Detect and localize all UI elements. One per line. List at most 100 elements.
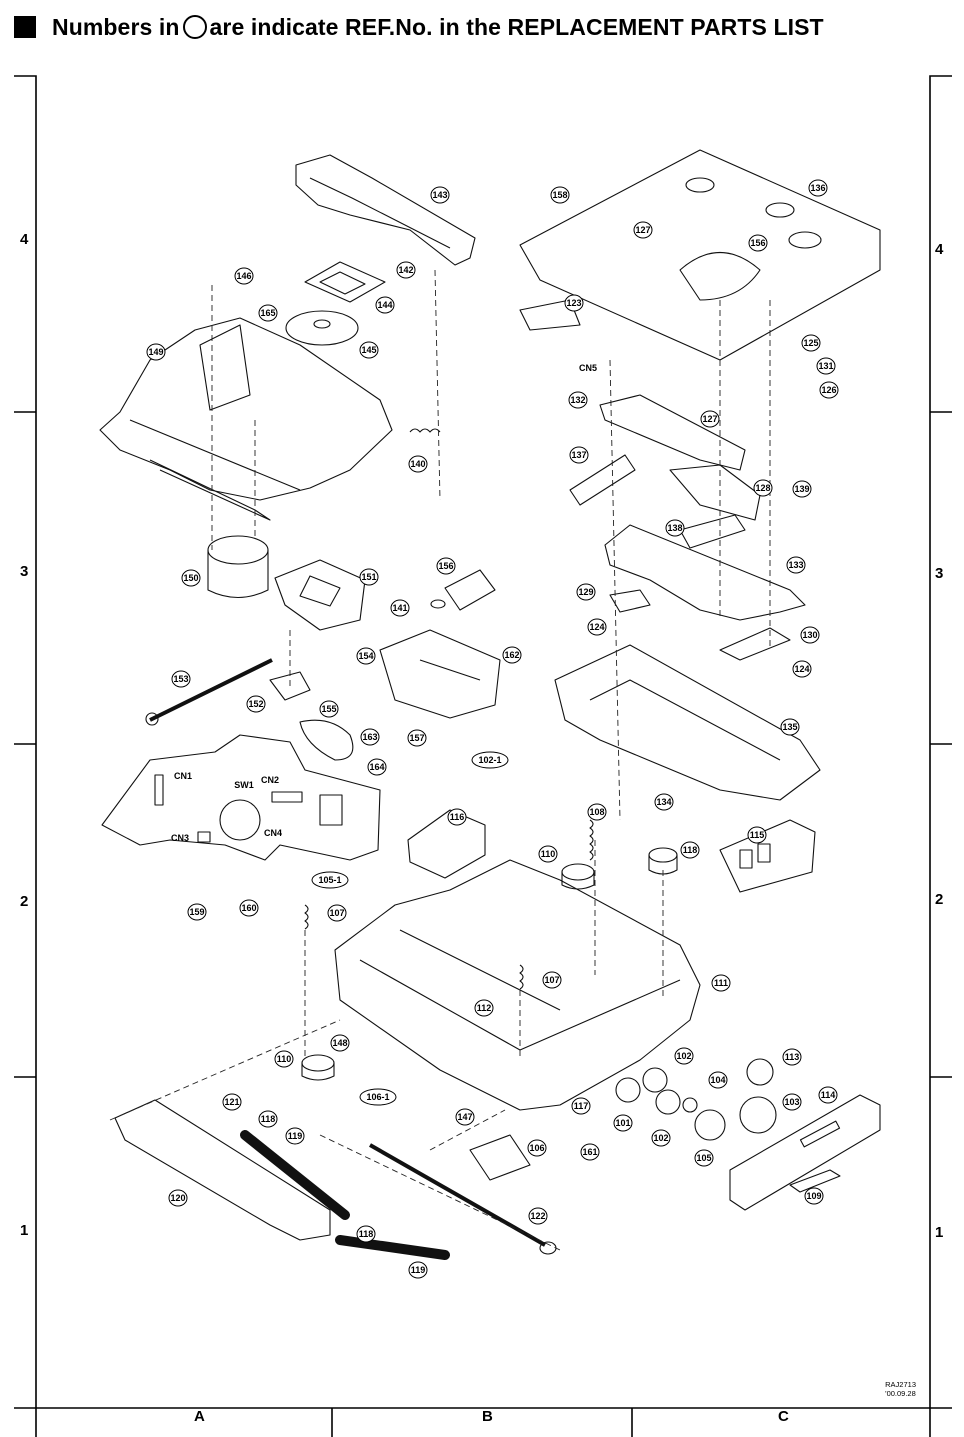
callout-circle [430, 186, 450, 204]
callout-circle [239, 899, 259, 917]
drawing-code-line1: RAJ2713 [885, 1380, 916, 1389]
callout-label: 105-1 [318, 875, 341, 885]
circle-icon [182, 15, 207, 39]
callout-164: 164 [367, 758, 387, 776]
callout-circle [359, 1088, 397, 1106]
callout-circle [748, 234, 768, 252]
callout-circle [390, 599, 410, 617]
row-label-2: 2 [20, 893, 29, 910]
callout-circle [568, 391, 588, 409]
callout-circle [474, 999, 494, 1017]
callout-cn5: CN5 [579, 363, 597, 373]
callout-circle [569, 446, 589, 464]
callout-122: 122 [528, 1207, 548, 1225]
callout-circle [780, 718, 800, 736]
callout-circle [804, 1187, 824, 1205]
callout-circle [285, 1127, 305, 1145]
callout-label: 125 [803, 338, 818, 348]
callout-circle [408, 455, 428, 473]
callout-label: CN4 [264, 828, 282, 838]
callout-cn3: CN3 [171, 833, 189, 843]
callout-156: 156 [748, 234, 768, 252]
callout-125: 125 [801, 334, 821, 352]
callout-141: 141 [390, 599, 410, 617]
callout-circle [274, 1050, 294, 1068]
callout-label: 120 [170, 1193, 185, 1203]
callout-120: 120 [168, 1189, 188, 1207]
callout-155: 155 [319, 700, 339, 718]
callout-circle [700, 410, 720, 428]
col-label-c: C [778, 1408, 789, 1425]
callout-circle [367, 758, 387, 776]
callout-label: 123 [566, 298, 581, 308]
callout-circle [436, 557, 456, 575]
callout-label: 158 [552, 190, 567, 200]
callout-label: 162 [504, 650, 519, 660]
callout-label: CN2 [261, 775, 279, 785]
callout-circle [527, 1139, 547, 1157]
callout-cn4: CN4 [264, 828, 282, 838]
callout-label: 146 [236, 271, 251, 281]
callout-circle [246, 695, 266, 713]
callout-118: 118 [680, 841, 700, 859]
callout-label: 164 [369, 762, 384, 772]
callout-circle [447, 808, 467, 826]
callout-label: 116 [450, 812, 465, 822]
callout-circle [816, 357, 836, 375]
callout-cn2: CN2 [261, 775, 279, 785]
callout-circle [171, 670, 191, 688]
callout-label: 124 [589, 622, 604, 632]
callout-circle [680, 841, 700, 859]
header-text: Numbers in are indicate REF.No. in the R… [52, 14, 824, 41]
callout-label: CN3 [171, 833, 189, 843]
callout-label: 157 [409, 733, 424, 743]
callout-161: 161 [580, 1143, 600, 1161]
callout-circle [528, 1207, 548, 1225]
callout-circle [502, 646, 522, 664]
callout-118: 118 [258, 1110, 278, 1128]
row-label-4: 4 [20, 231, 29, 248]
callout-label: 159 [189, 907, 204, 917]
callout-149: 149 [146, 343, 166, 361]
callout-label: 156 [438, 561, 453, 571]
callout-130: 130 [800, 626, 820, 644]
callout-circle [330, 1034, 350, 1052]
callout-circle [146, 343, 166, 361]
callout-165: 165 [258, 304, 278, 322]
callout-116: 116 [447, 808, 467, 826]
callout-114: 114 [818, 1086, 838, 1104]
callout-label: 131 [818, 361, 833, 371]
callout-circle [471, 751, 509, 769]
callout-circle [181, 569, 201, 587]
callout-label: 102 [676, 1051, 691, 1061]
callout-circle [808, 179, 828, 197]
callout-circle [407, 729, 427, 747]
callout-label: 102-1 [478, 755, 501, 765]
callout-circle [234, 267, 254, 285]
callout-160: 160 [239, 899, 259, 917]
callout-circle [258, 304, 278, 322]
callout-123: 123 [564, 294, 584, 312]
callout-label: CN5 [579, 363, 597, 373]
callout-label: 110 [277, 1054, 292, 1064]
callout-label: 142 [398, 265, 413, 275]
callout-117: 117 [571, 1097, 591, 1115]
callout-124: 124 [792, 660, 812, 678]
callout-label: 127 [635, 225, 650, 235]
callout-145: 145 [359, 341, 379, 359]
callout-circle [356, 647, 376, 665]
callout-circle [674, 1047, 694, 1065]
callout-circle [792, 660, 812, 678]
callout-135: 135 [780, 718, 800, 736]
callout-label: 121 [224, 1097, 239, 1107]
callout-label: 138 [667, 523, 682, 533]
callout-label: 107 [329, 908, 344, 918]
callout-circle [359, 341, 379, 359]
callout-148: 148 [330, 1034, 350, 1052]
callout-119: 119 [285, 1127, 305, 1145]
col-label-a: A [194, 1408, 205, 1425]
black-square-icon [14, 16, 36, 38]
row-label-3: 3 [20, 563, 29, 580]
callout-142: 142 [396, 261, 416, 279]
callout-102-1: 102-1 [471, 751, 509, 769]
